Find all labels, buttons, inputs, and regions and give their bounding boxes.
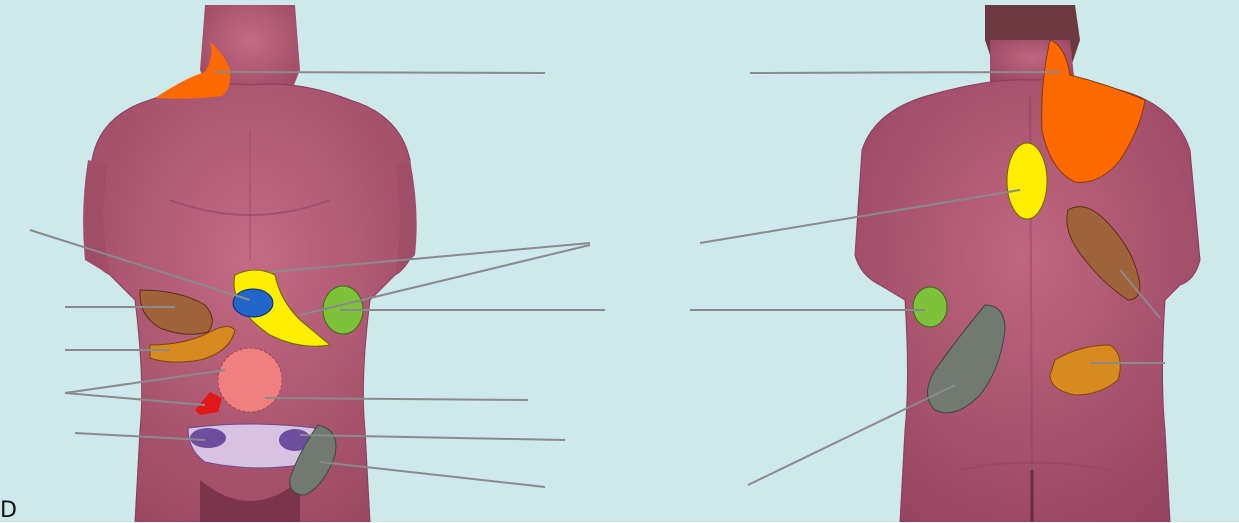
back-figure <box>855 5 1200 522</box>
front-blue-gallbladder-zone <box>233 289 273 317</box>
back-yellow-zone <box>1007 143 1047 219</box>
leader-front-neck <box>215 72 545 73</box>
leader-back-neck <box>750 72 1060 73</box>
front-purple-left-kidney-zone <box>190 428 226 448</box>
back-green-zone <box>913 287 947 327</box>
panel-letter-label: D <box>0 498 17 523</box>
front-pink-umbilical-zone <box>218 348 282 412</box>
